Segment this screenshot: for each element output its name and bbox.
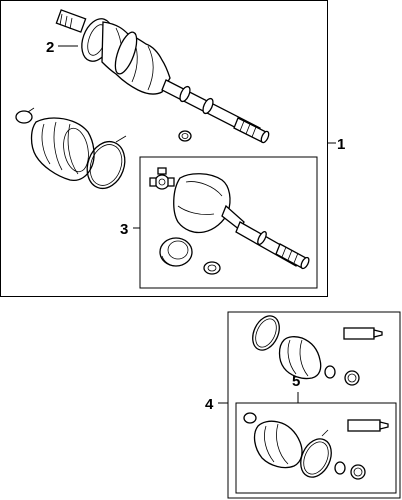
callout-4: 4 bbox=[205, 396, 214, 413]
kit-ring-a bbox=[324, 365, 336, 379]
frame-boot-kit bbox=[227, 311, 401, 499]
shaft-snap-ring bbox=[178, 130, 192, 142]
outer-boot-clamp bbox=[114, 31, 138, 75]
frame-boot-kit-sub bbox=[235, 402, 397, 494]
inner-joint-kit bbox=[149, 167, 310, 275]
tripod-joint bbox=[154, 174, 170, 190]
sub-ring-b bbox=[350, 464, 366, 480]
sub-ring-a bbox=[334, 461, 346, 475]
small-boot-clamp bbox=[15, 110, 33, 124]
axle-shaft-assembly bbox=[55, 9, 270, 144]
sub-grease-tube bbox=[347, 419, 381, 432]
kit-large-clamp bbox=[252, 315, 280, 351]
callout-1: 1 bbox=[337, 136, 345, 153]
boot-kit-sub bbox=[243, 412, 389, 480]
inner-snap-ring bbox=[203, 261, 221, 275]
sub-small-clamp bbox=[243, 412, 257, 424]
inner-seal bbox=[159, 237, 193, 267]
callout-2: 2 bbox=[46, 39, 54, 56]
callout-3: 3 bbox=[120, 221, 128, 238]
sub-boot bbox=[253, 420, 303, 469]
outer-boot bbox=[101, 21, 171, 95]
kit-ring-b bbox=[344, 370, 360, 386]
large-boot-clamp bbox=[86, 140, 126, 190]
frame-inner-joint-kit bbox=[139, 156, 318, 289]
inner-joint-housing bbox=[173, 173, 231, 234]
kit-grease-tube bbox=[343, 327, 375, 340]
outer-spline-stub bbox=[55, 9, 87, 33]
frame-main-assembly bbox=[0, 0, 328, 297]
sub-large-clamp bbox=[300, 438, 332, 478]
boot-kit-upper bbox=[252, 315, 383, 386]
outer-boot-kit-left bbox=[15, 107, 127, 190]
callout-5: 5 bbox=[292, 373, 300, 390]
outer-boot-spare bbox=[30, 117, 95, 182]
